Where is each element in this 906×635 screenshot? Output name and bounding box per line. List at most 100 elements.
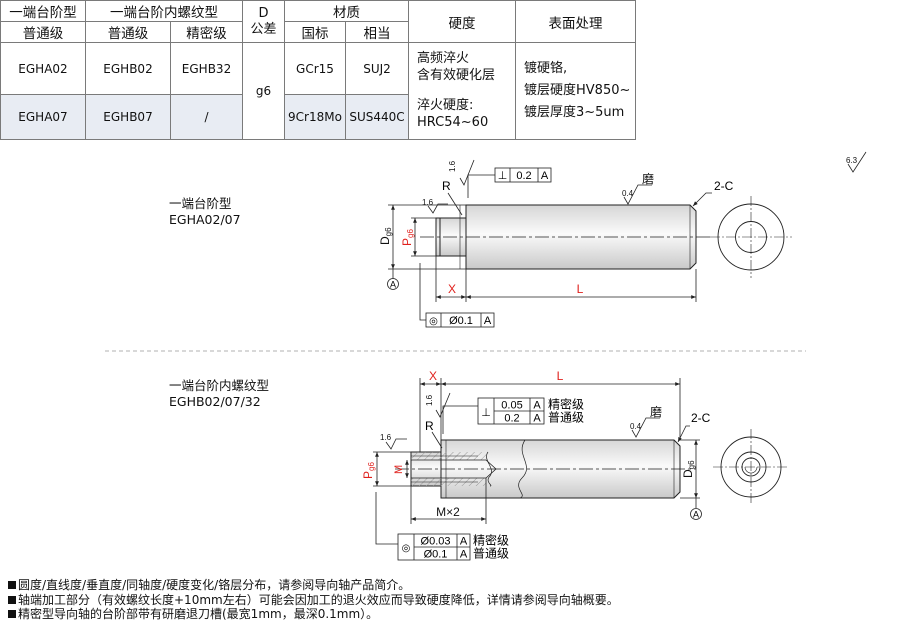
header-surface: 表面处理 (515, 0, 636, 43)
drawing2-dim-mx2 (410, 478, 487, 524)
svg-text:1.6: 1.6 (448, 160, 457, 172)
cell-model-c: / (170, 94, 243, 140)
drawing2-concentricity: ◎ Ø0.03 Ø0.1 A A 精密级 普通级 (375, 492, 509, 561)
cell-model-b: EGHB07 (85, 94, 171, 140)
surface-line-1: 镀硬铬, (524, 61, 568, 76)
svg-text:Ø0.1: Ø0.1 (424, 549, 448, 561)
svg-text:2-C: 2-C (691, 411, 711, 425)
drawing2-thread-section (411, 452, 497, 486)
drawing1-roughness-16-top: 1.6 (448, 159, 475, 186)
drawing1-perpendicularity: ⊥ 0.2 A (467, 167, 552, 198)
drawing1-d-text: Dg6 (378, 227, 393, 245)
footer-notes: 圆度/直线度/垂直度/同轴度/硬度变化/铬层分布，请参阅导向轴产品简介。 轴端加… (8, 578, 619, 622)
drawing2-end-view (713, 429, 789, 505)
drawing1-concentricity: ◎ Ø0.1 A (419, 263, 495, 328)
drawing1-title: 一端台阶型 (169, 196, 232, 211)
cell-gb: 9Cr18Mo (284, 94, 346, 140)
svg-text:Ø0.03: Ø0.03 (421, 536, 451, 548)
cell-model-a: EGHA02 (0, 42, 86, 95)
svg-text:1.6: 1.6 (380, 433, 392, 442)
svg-text:A: A (460, 549, 468, 561)
drawing2-code: EGHB02/07/32 (169, 394, 261, 409)
table-row: EGHA07 EGHB07 / 9Cr18Mo SUS440C (0, 94, 636, 140)
cell-equiv: SUJ2 (345, 42, 409, 95)
svg-text:A: A (533, 413, 541, 425)
svg-text:1.6: 1.6 (422, 198, 434, 207)
cell-gb: GCr15 (284, 42, 346, 95)
hardness-line-2: 含有效硬化层 (417, 68, 496, 83)
drawing1-code: EGHA02/07 (169, 212, 241, 227)
drawing1-roughness-16-left: 1.6 (422, 198, 448, 214)
svg-text:6.3: 6.3 (846, 156, 858, 165)
svg-text:A: A (693, 510, 699, 520)
svg-text:R: R (425, 419, 434, 433)
svg-text:◎: ◎ (402, 543, 411, 554)
hardness-line-4: HRC54~60 (417, 114, 489, 130)
drawing1-x-text: X (448, 282, 456, 296)
svg-text:◎: ◎ (429, 316, 438, 327)
drawing2-r-label: R (425, 419, 443, 449)
hardness-line-1: 高频淬火 (417, 51, 470, 66)
surface-line-2: 镀层硬度HV850~ (524, 83, 631, 98)
svg-text:0.05: 0.05 (501, 400, 522, 412)
cell-surface: 镀硬铬, 镀层硬度HV850~ 镀层厚度3~5um (515, 42, 636, 140)
svg-text:⊥: ⊥ (498, 170, 508, 182)
svg-text:0.4: 0.4 (630, 422, 642, 431)
svg-text:A: A (390, 280, 396, 290)
drawing2-datum-a: A (690, 508, 702, 520)
drawing1-r-label: R (442, 179, 463, 216)
svg-text:精密级: 精密级 (548, 397, 584, 412)
svg-text:A: A (533, 400, 541, 412)
drawing2-chamfer: 2-C (677, 411, 711, 443)
svg-text:磨: 磨 (650, 405, 662, 419)
svg-text:A: A (484, 315, 492, 327)
spec-table: 一端台阶型 一端台阶内螺纹型 D 公差 材质 硬度 表面处理 普通级 普通级 精… (0, 0, 636, 140)
svg-text:A: A (460, 536, 468, 548)
drawing1-end-view (710, 196, 792, 278)
drawing2-title: 一端台阶内螺纹型 (169, 378, 270, 393)
drawing2-m-text: M (393, 465, 405, 474)
drawing1-roughness-63: 6.3 (846, 151, 867, 173)
drawing1-roughness-04: 0.4 磨 (622, 172, 654, 205)
cell-tolerance: g6 (242, 42, 285, 140)
header-single-step: 一端台阶型 (0, 0, 86, 22)
drawing1-datum-a: A (387, 278, 399, 290)
svg-text:1.6: 1.6 (425, 394, 434, 406)
drawing2-p-text: Pg6 (361, 462, 376, 479)
svg-text:普通级: 普通级 (473, 547, 509, 561)
drawing2-dim-d (680, 439, 700, 508)
table-row: EGHA02 EGHB02 EGHB32 g6 GCr15 SUJ2 高频淬火 … (0, 42, 636, 140)
drawing2-perpendicularity: ⊥ 0.05 0.2 A A 精密级 普通级 (442, 397, 584, 434)
drawing1-l-text: L (577, 282, 584, 296)
svg-text:0.2: 0.2 (504, 413, 519, 425)
header-hardness: 硬度 (408, 0, 516, 43)
drawing2-roughness-16-top: 1.6 (425, 392, 451, 418)
surface-line-3: 镀层厚度3~5um (524, 105, 625, 120)
header-tolerance: 公差 (250, 21, 277, 37)
header-precision: 精密级 (170, 21, 243, 43)
drawing2-d-text: Dg6 (681, 460, 696, 478)
hardness-line-3: 淬火硬度: (417, 97, 474, 113)
header-equiv: 相当 (345, 21, 409, 43)
svg-text:磨: 磨 (642, 172, 654, 186)
drawing2-dim-p (373, 451, 411, 487)
svg-text:R: R (442, 179, 451, 193)
cell-equiv: SUS440C (345, 94, 409, 140)
drawing1-dim-d (388, 204, 466, 279)
svg-text:Ø0.1: Ø0.1 (449, 315, 473, 327)
header-d: D (258, 5, 269, 21)
svg-text:0.2: 0.2 (516, 170, 531, 182)
drawing2-l-text: L (557, 369, 564, 383)
svg-text:2-C: 2-C (714, 179, 734, 193)
drawing1-chamfer: 2-C (692, 179, 734, 207)
note-2: 轴端加工部分（有效螺纹长度+10mm左右）可能会因加工的退火效应而导致硬度降低，… (8, 593, 619, 608)
drawing2-label: 一端台阶内螺纹型 EGHB02/07/32 (169, 378, 269, 410)
drawing2-roughness-16-left: 1.6 (380, 433, 407, 450)
cell-model-a: EGHA07 (0, 94, 86, 140)
svg-text:普通级: 普通级 (548, 411, 584, 425)
drawing1-label: 一端台阶型 EGHA02/07 (169, 196, 241, 228)
drawing2-roughness-04: 0.4 磨 (630, 405, 662, 438)
svg-text:A: A (541, 170, 549, 182)
svg-text:0.4: 0.4 (622, 189, 634, 198)
